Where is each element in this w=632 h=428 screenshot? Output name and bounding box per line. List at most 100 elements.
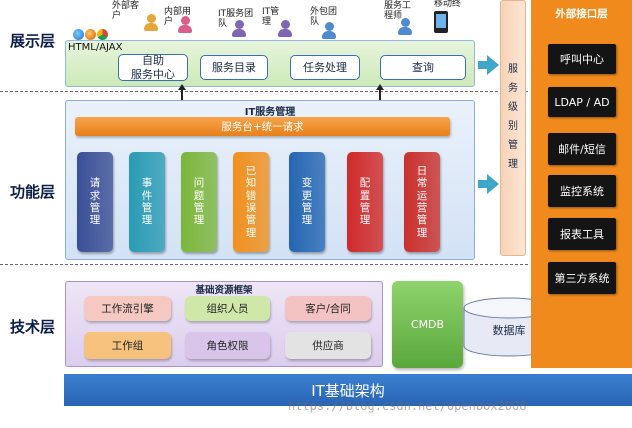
user-label: 队: [310, 16, 320, 27]
module-char: 配: [359, 177, 371, 190]
foundation-title: 基础资源框架: [195, 285, 253, 296]
user-external-customer: 外部客户: [112, 1, 158, 31]
problem-management-module[interactable]: 问题管理: [181, 152, 217, 252]
user-icon: [278, 20, 292, 38]
user-icon: [178, 16, 192, 34]
module-char: 管: [301, 202, 313, 214]
module-char: 理: [245, 226, 257, 239]
module-char: 事: [141, 177, 153, 190]
user-outsourcing-team: 外包团队: [310, 7, 354, 39]
module-char: 常: [416, 177, 428, 190]
module-char: 请: [89, 177, 101, 190]
incident-management-module[interactable]: 事件管理: [129, 152, 165, 252]
user-label: 户: [112, 10, 122, 21]
daily-operations-management-module[interactable]: 日常运营管理: [404, 152, 440, 252]
service-catalog-button[interactable]: 服务目录: [200, 55, 268, 80]
call-center-box: 呼叫中心: [548, 44, 616, 74]
configuration-management-module[interactable]: 配置管理: [347, 152, 383, 252]
module-char: 更: [301, 189, 313, 202]
module-char: 管: [416, 214, 428, 227]
user-label: 外部客: [112, 1, 140, 11]
user-icon: [322, 22, 336, 40]
module-char: 件: [141, 189, 153, 202]
chrome-browser-icon: [97, 29, 108, 40]
arrow-shaft: [478, 61, 488, 69]
module-char: 管: [359, 202, 371, 214]
user-label: 外包团: [310, 7, 338, 17]
firefox-browser-icon: [85, 29, 96, 40]
module-char: 知: [245, 177, 257, 190]
itsm-title: IT服务管理: [244, 107, 296, 118]
service-level-char: 务: [508, 83, 518, 94]
user-it-manager: IT管理: [262, 7, 298, 37]
workgroup-button[interactable]: 工作组: [84, 332, 171, 359]
user-label: 队: [218, 18, 228, 29]
query-button[interactable]: 查询: [380, 55, 466, 80]
module-char: 营: [416, 202, 428, 214]
it-infrastructure-bar: IT基础架构: [64, 374, 632, 406]
arrow-right-icon: [487, 55, 499, 75]
arrow-shaft: [478, 180, 488, 188]
user-label: 服务工: [384, 1, 412, 11]
user-label: 内部用: [164, 7, 192, 17]
ie-browser-icon: [73, 29, 84, 40]
arrow-up-icon: [178, 84, 186, 90]
monitoring-system-box: 监控系统: [548, 175, 616, 207]
task-processing-button[interactable]: 任务处理: [290, 55, 360, 80]
service-level-char: 理: [508, 159, 518, 170]
module-char: 求: [89, 189, 101, 202]
module-char: 运: [416, 189, 428, 202]
service-level-char: 管: [508, 140, 518, 151]
layer-divider-bottom: [0, 264, 528, 265]
user-mobile-terminal: 移动终: [434, 0, 472, 33]
third-party-system-box: 第三方系统: [548, 262, 616, 294]
module-char: 管: [245, 214, 257, 227]
user-label: 移动终: [434, 0, 462, 9]
watermark: https://blog.csdn.net/openbox2008: [288, 399, 527, 413]
function-layer-label: 功能层: [10, 183, 56, 201]
button-line: 服务中心: [131, 67, 175, 81]
email-sms-box: 邮件/短信: [548, 133, 616, 165]
module-char: 理: [141, 214, 153, 227]
service-desk-bar: 服务台+统一请求: [75, 117, 450, 136]
workflow-engine-button[interactable]: 工作流引擎: [84, 296, 171, 321]
user-label: IT管: [262, 7, 280, 17]
module-char: 理: [416, 226, 428, 239]
module-char: 错: [245, 189, 257, 202]
request-management-module[interactable]: 请求管理: [77, 152, 113, 252]
user-icon: [144, 14, 158, 32]
self-service-center-button[interactable]: 自助服务中心: [118, 54, 188, 81]
user-icon: [232, 20, 246, 38]
external-title: 外部接口层: [555, 8, 608, 20]
module-char: 理: [359, 214, 371, 227]
user-label: 程师: [384, 10, 403, 21]
user-label: IT服务团: [218, 9, 254, 19]
module-char: 管: [141, 202, 153, 214]
technology-layer-label: 技术层: [10, 318, 56, 336]
html-ajax-label: HTML/AJAX: [68, 42, 123, 53]
supplier-button[interactable]: 供应商: [285, 332, 371, 359]
service-level-management: [500, 0, 526, 256]
role-permission-button[interactable]: 角色权限: [185, 332, 270, 359]
org-staff-button[interactable]: 组织人员: [185, 296, 270, 321]
cmdb-block: CMDB: [392, 281, 463, 368]
module-char: 已: [245, 164, 257, 177]
service-level-label: 服务级别管理: [500, 60, 526, 174]
module-char: 误: [245, 202, 257, 214]
change-management-module[interactable]: 变更管理: [289, 152, 325, 252]
user-label: 理: [262, 16, 272, 27]
ldap-ad-box: LDAP / AD: [548, 87, 616, 117]
known-error-management-module[interactable]: 已知错误管理: [233, 152, 269, 252]
module-char: 变: [301, 177, 313, 190]
arrow-up-icon: [376, 84, 384, 90]
service-level-char: 级: [508, 102, 518, 113]
layer-divider-top: [0, 91, 528, 92]
user-icon: [398, 18, 412, 36]
browser-icons: [73, 29, 113, 41]
user-label: 户: [164, 16, 174, 27]
customer-contract-button[interactable]: 客户/合同: [285, 296, 371, 321]
module-char: 日: [416, 164, 428, 177]
module-char: 理: [193, 214, 205, 227]
service-level-char: 服: [508, 64, 518, 75]
module-char: 理: [301, 214, 313, 227]
